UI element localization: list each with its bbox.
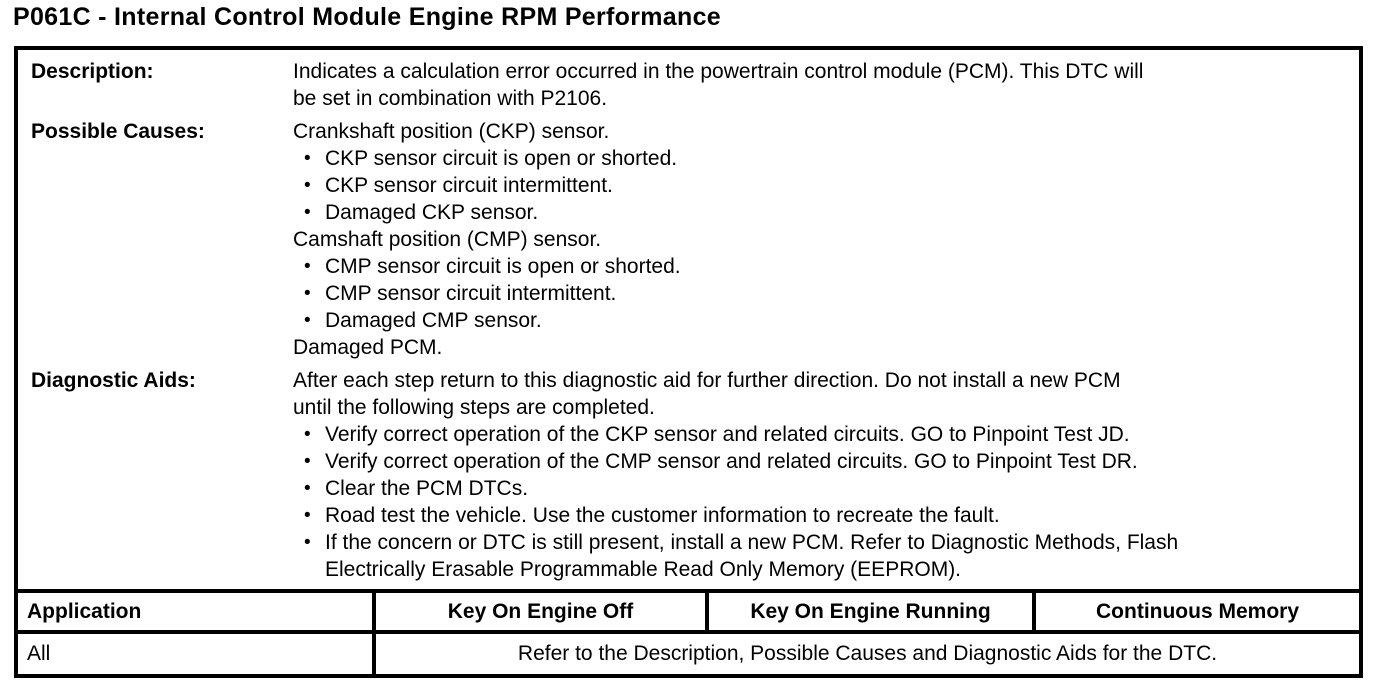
page-title: P061C - Internal Control Module Engine R… (13, 3, 721, 31)
bullet-line: • CMP sensor circuit is open or shorted. (293, 253, 1351, 280)
application-header-row: Application Key On Engine Off Key On Eng… (18, 589, 1359, 630)
bullet-icon: • (304, 148, 311, 169)
bullet-line: • CMP sensor circuit intermittent. (293, 280, 1351, 307)
text-line: After each step return to this diagnosti… (293, 369, 1121, 392)
bullet-icon: • (304, 310, 311, 331)
bullet-text: Verify correct operation of the CKP sens… (325, 423, 1130, 446)
diagnostic-aids-content: After each step return to this diagnosti… (293, 367, 1351, 583)
bullet-icon: • (304, 532, 311, 553)
application-header-cell: Application (18, 593, 376, 630)
key-on-engine-off-header-cell: Key On Engine Off (376, 593, 709, 630)
description-row: Description: Indicates a calculation err… (31, 58, 1351, 112)
text-line: be set in combination with P2106. (293, 87, 608, 110)
bullet-text: CMP sensor circuit intermittent. (325, 282, 617, 305)
bullet-line: • Verify correct operation of the CKP se… (293, 421, 1351, 448)
bullet-line: • CKP sensor circuit is open or shorted. (293, 145, 1351, 172)
bullet-text: Clear the PCM DTCs. (325, 477, 529, 500)
text-line: Indicates a calculation error occurred i… (293, 60, 1144, 83)
description-content: Indicates a calculation error occurred i… (293, 58, 1351, 112)
bullet-icon: • (304, 505, 311, 526)
bullet-icon: • (304, 478, 311, 499)
text-line: Crankshaft position (CKP) sensor. (293, 120, 610, 143)
bullet-line: • Road test the vehicle. Use the custome… (293, 502, 1351, 529)
possible-causes-content: Crankshaft position (CKP) sensor. • CKP … (293, 118, 1351, 361)
continuous-memory-header-cell: Continuous Memory (1096, 599, 1299, 623)
bullet-text: If the concern or DTC is still present, … (325, 531, 1179, 554)
bullet-text: Verify correct operation of the CMP sens… (325, 450, 1138, 473)
bullet-text: Damaged CMP sensor. (325, 309, 542, 332)
bullet-text: CKP sensor circuit is open or shorted. (325, 147, 678, 170)
bullet-line: • Damaged CMP sensor. (293, 307, 1351, 334)
bullet-icon: • (304, 424, 311, 445)
bullet-icon: • (304, 175, 311, 196)
bullet-line: • Clear the PCM DTCs. (293, 475, 1351, 502)
text-line: Damaged PCM. (293, 336, 443, 359)
bullet-text: CKP sensor circuit intermittent. (325, 174, 613, 197)
possible-causes-row: Possible Causes: Crankshaft position (CK… (31, 118, 1351, 361)
bullet-line: • CKP sensor circuit intermittent. (293, 172, 1351, 199)
possible-causes-label: Possible Causes: (31, 120, 205, 143)
bullet-continuation-line: Electrically Erasable Programmable Read … (325, 558, 962, 581)
dtc-info-section: Description: Indicates a calculation err… (18, 50, 1359, 589)
dtc-table: Description: Indicates a calculation err… (14, 46, 1363, 678)
bullet-line: • If the concern or DTC is still present… (293, 529, 1351, 556)
bullet-line: • Damaged CKP sensor. (293, 199, 1351, 226)
refer-note-cell: Refer to the Description, Possible Cause… (517, 642, 1218, 665)
bullet-icon: • (304, 202, 311, 223)
bullet-icon: • (304, 283, 311, 304)
text-line: Camshaft position (CMP) sensor. (293, 228, 602, 251)
bullet-text: Damaged CKP sensor. (325, 201, 539, 224)
key-on-engine-running-header-cell: Key On Engine Running (709, 593, 1036, 630)
bullet-text: Road test the vehicle. Use the customer … (325, 504, 1000, 527)
bullet-icon: • (304, 451, 311, 472)
application-data-row: All Refer to the Description, Possible C… (18, 630, 1359, 674)
bullet-icon: • (304, 256, 311, 277)
application-value-cell: All (18, 634, 376, 674)
description-label: Description: (31, 60, 154, 83)
diagnostic-aids-row: Diagnostic Aids: After each step return … (31, 367, 1351, 583)
bullet-text: CMP sensor circuit is open or shorted. (325, 255, 681, 278)
bullet-line: • Verify correct operation of the CMP se… (293, 448, 1351, 475)
diagnostic-aids-label: Diagnostic Aids: (31, 369, 196, 392)
text-line: until the following steps are completed. (293, 396, 655, 419)
